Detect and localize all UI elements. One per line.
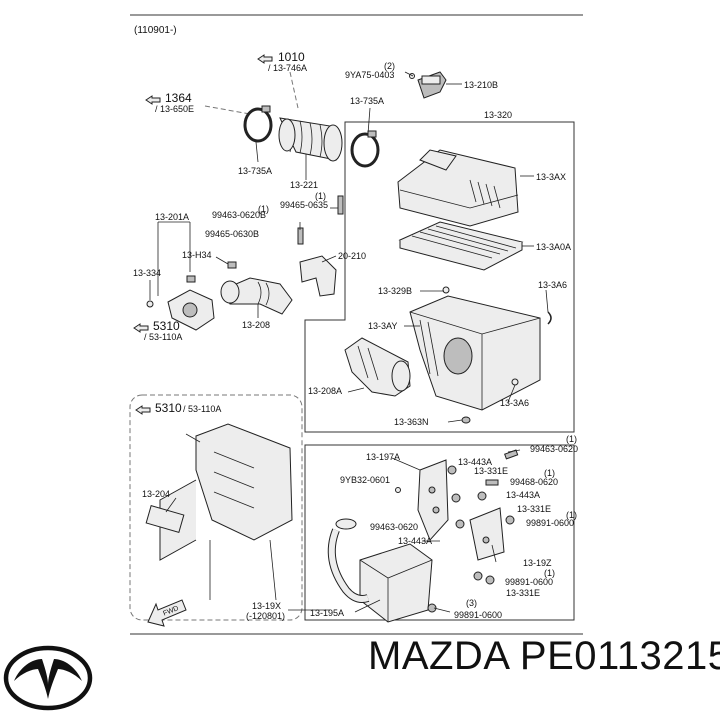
sensor-13-210b[interactable] bbox=[409, 71, 447, 99]
label-20-210[interactable]: 20-210 bbox=[338, 251, 366, 261]
case-13-3ay[interactable] bbox=[409, 286, 552, 424]
bracket-20-210[interactable] bbox=[297, 195, 344, 297]
ref-5310-a-num: 5310 bbox=[153, 319, 180, 333]
label-99463-0620-mid[interactable]: 99463-0620 bbox=[370, 522, 418, 532]
resonator-box bbox=[304, 444, 575, 621]
ref-1364-num: 1364 bbox=[165, 91, 192, 105]
label-13-19z[interactable]: 13-19Z bbox=[523, 558, 552, 568]
label-qty: (3) bbox=[466, 598, 477, 608]
label-99465-0635[interactable]: 99465-0635 bbox=[280, 200, 328, 210]
label-13-221[interactable]: 13-221 bbox=[290, 180, 318, 190]
label-13-197a[interactable]: 13-197A bbox=[366, 452, 400, 462]
label-13-19x[interactable]: 13-19X bbox=[252, 601, 281, 611]
label-13-331e-a[interactable]: 13-331E bbox=[474, 466, 508, 476]
ref-1010[interactable]: 1010 / 13-746A bbox=[257, 50, 307, 73]
label-13-735a-left[interactable]: 13-735A bbox=[238, 166, 272, 176]
ref-1364[interactable]: 1364 / 13-650E bbox=[145, 91, 194, 114]
inset-box bbox=[129, 394, 303, 621]
label-13-331e-b[interactable]: 13-331E bbox=[517, 504, 551, 514]
label-13-208[interactable]: 13-208 bbox=[242, 320, 270, 330]
label-qty: (1) bbox=[544, 468, 555, 478]
duct-13-208a[interactable] bbox=[344, 337, 411, 397]
label-9ya75-0403[interactable]: 9YA75-0403 bbox=[345, 70, 394, 80]
label-13-208a[interactable]: 13-208A bbox=[308, 386, 342, 396]
filter-13-3a0a[interactable] bbox=[398, 221, 524, 271]
bracket-13-197a[interactable] bbox=[417, 459, 449, 541]
label-13-3a6-bot[interactable]: 13-3A6 bbox=[500, 398, 529, 408]
label-qty: (1) bbox=[544, 568, 555, 578]
reference-arrow-icon bbox=[145, 95, 161, 105]
label-13-443a-c[interactable]: 13-443A bbox=[398, 536, 432, 546]
label-99891-0600-a[interactable]: 99891-0600 bbox=[526, 518, 574, 528]
label-date-120801: (-120801) bbox=[246, 611, 285, 621]
bracket-13-19z[interactable] bbox=[469, 507, 505, 561]
fwd-arrow-icon: FWD bbox=[147, 599, 187, 627]
label-13-195a[interactable]: 13-195A bbox=[310, 608, 344, 618]
leader-lines bbox=[149, 71, 549, 613]
label-qty: (1) bbox=[315, 191, 326, 201]
ref-5310-a-sub: / 53-110A bbox=[144, 332, 182, 342]
ref-1010-num: 1010 bbox=[278, 50, 305, 64]
part-number: PE0113215 bbox=[519, 634, 720, 678]
reference-arrow-icon bbox=[133, 323, 149, 333]
label-99465-0630b[interactable]: 99465-0630B bbox=[205, 229, 259, 239]
label-99891-0600-c[interactable]: 99891-0600 bbox=[454, 610, 502, 620]
reference-arrow-icon bbox=[257, 54, 273, 64]
brand-name: MAZDA bbox=[368, 634, 509, 678]
label-13-3ax[interactable]: 13-3AX bbox=[536, 172, 566, 182]
label-13-334[interactable]: 13-334 bbox=[133, 268, 161, 278]
label-13-204[interactable]: 13-204 bbox=[142, 489, 170, 499]
ref-5310-b-num: 5310 bbox=[155, 401, 182, 415]
label-13-331e-c[interactable]: 13-331E bbox=[506, 588, 540, 598]
mazda-logo-icon bbox=[3, 645, 93, 711]
cover-13-3ax[interactable] bbox=[397, 149, 519, 227]
reference-arrow-icon bbox=[135, 405, 151, 415]
part-labels: (2) 9YA75-0403 13-210B 13-735A 13-320 13… bbox=[133, 61, 578, 621]
clamp-13-735a-right[interactable] bbox=[350, 130, 380, 168]
label-13-210b[interactable]: 13-210B bbox=[464, 80, 498, 90]
label-13-3ay[interactable]: 13-3AY bbox=[368, 321, 397, 331]
label-13-443a-b[interactable]: 13-443A bbox=[506, 490, 540, 500]
date-code: (110901-) bbox=[134, 25, 177, 36]
ref-5310-a[interactable]: 5310 / 53-110A bbox=[133, 319, 182, 342]
label-qty: (1) bbox=[566, 510, 577, 520]
panel-13-204[interactable] bbox=[145, 423, 293, 601]
ref-5310-b[interactable]: 5310 / 53-110A bbox=[135, 401, 221, 415]
label-99463-0620b[interactable]: 99463-0620B bbox=[212, 210, 266, 220]
label-13-363n[interactable]: 13-363N bbox=[394, 417, 429, 427]
ref-1364-sub: / 13-650E bbox=[155, 104, 194, 114]
air-cleaner-box bbox=[304, 121, 575, 433]
label-qty: (2) bbox=[384, 61, 395, 71]
hose-13-221[interactable] bbox=[278, 117, 343, 162]
label-13-201a[interactable]: 13-201A bbox=[155, 212, 189, 222]
ref-5310-b-sub: / 53-110A bbox=[183, 404, 221, 414]
clamp-13-735a-left[interactable] bbox=[243, 105, 273, 143]
resonator-13-19x[interactable] bbox=[327, 518, 433, 623]
fasteners bbox=[395, 449, 519, 613]
label-13-320[interactable]: 13-320 bbox=[484, 110, 512, 120]
label-13-3a6-top[interactable]: 13-3A6 bbox=[538, 280, 567, 290]
label-qty: (1) bbox=[566, 434, 577, 444]
label-99468-0620[interactable]: 99468-0620 bbox=[510, 477, 558, 487]
label-qty: (1) bbox=[258, 204, 269, 214]
label-9yb32-0601[interactable]: 9YB32-0601 bbox=[340, 475, 390, 485]
label-13-735a-top[interactable]: 13-735A bbox=[350, 96, 384, 106]
label-99463-0620-right[interactable]: 99463-0620 bbox=[530, 444, 578, 454]
label-13-h34[interactable]: 13-H34 bbox=[182, 250, 212, 260]
duct-13-208[interactable] bbox=[220, 277, 293, 315]
label-13-3a0a[interactable]: 13-3A0A bbox=[536, 242, 571, 252]
ref-1010-sub: / 13-746A bbox=[268, 63, 307, 73]
bracket-13-201a[interactable] bbox=[146, 261, 237, 331]
label-13-329b[interactable]: 13-329B bbox=[378, 286, 412, 296]
label-99891-0600-b[interactable]: 99891-0600 bbox=[505, 577, 553, 587]
footer-part-number: MAZDA PE0113215 bbox=[368, 634, 720, 679]
label-13-443a-a[interactable]: 13-443A bbox=[458, 457, 492, 467]
